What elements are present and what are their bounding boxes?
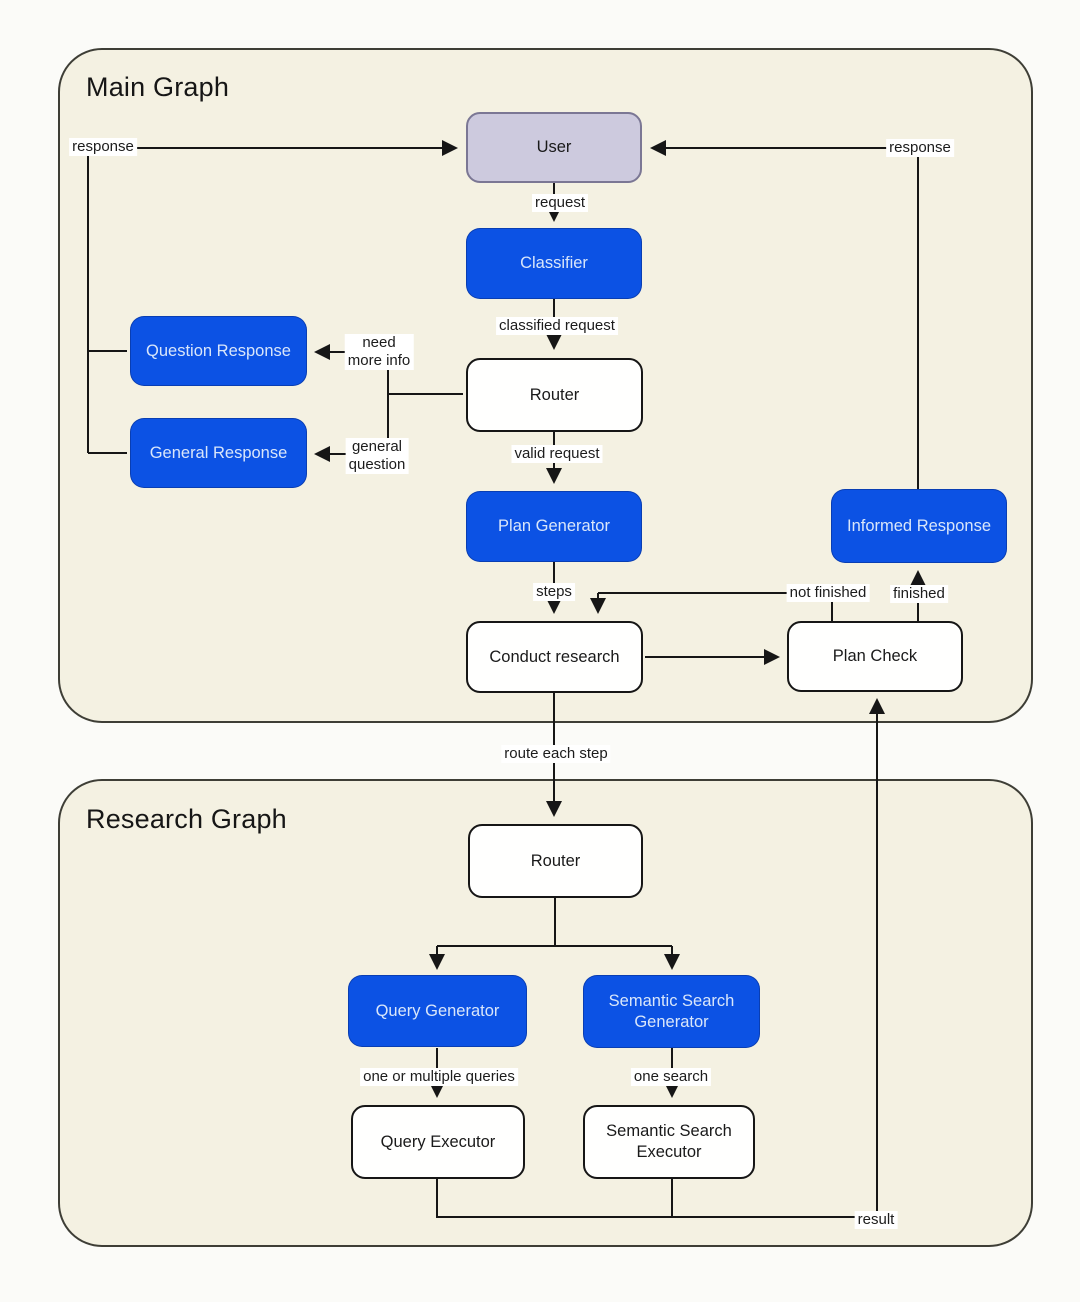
node-router-main: Router (466, 358, 643, 432)
node-semantic-search-generator: Semantic Search Generator (583, 975, 760, 1048)
node-router-research: Router (468, 824, 643, 898)
edge-label-response-right: response (886, 139, 954, 157)
edge-label-finished: finished (890, 585, 948, 603)
edge-response-left-trunk (87, 156, 127, 454)
edge-label-result: result (854, 1211, 898, 1229)
edge-label-not-finished: not finished (786, 584, 870, 602)
node-plan-generator: Plan Generator (466, 491, 642, 562)
node-query-generator: Query Generator (348, 975, 527, 1047)
edge-label-general-question: general question (345, 438, 409, 474)
edge-response-right (650, 140, 919, 489)
research-graph-title: Research Graph (86, 804, 287, 834)
edge-label-response-left: response (69, 138, 137, 156)
node-user: User (466, 112, 642, 183)
edge-router2-split-trunk (437, 898, 672, 947)
edge-label-route-each-step: route each step (501, 745, 611, 763)
node-classifier: Classifier (466, 228, 642, 299)
edge-label-valid-request: valid request (511, 445, 603, 463)
node-semantic-search-executor: Semantic Search Executor (583, 1105, 755, 1179)
node-question-response: Question Response (130, 316, 307, 386)
node-plan-check: Plan Check (787, 621, 963, 692)
node-general-response: General Response (130, 418, 307, 488)
node-query-executor: Query Executor (351, 1105, 525, 1179)
node-informed-response: Informed Response (831, 489, 1007, 563)
edge-label-one-or-multiple-queries: one or multiple queries (360, 1068, 518, 1086)
edge-label-classified-request: classified request (496, 317, 618, 335)
edge-label-request: request (531, 194, 589, 212)
edge-result-trunk (436, 1179, 877, 1218)
main-graph-title: Main Graph (86, 72, 230, 102)
edge-label-need-more-info: need more info (344, 334, 414, 370)
node-conduct-research: Conduct research (466, 621, 643, 693)
edge-label-steps: steps (533, 583, 575, 601)
edge-label-one-search: one search (630, 1068, 712, 1086)
